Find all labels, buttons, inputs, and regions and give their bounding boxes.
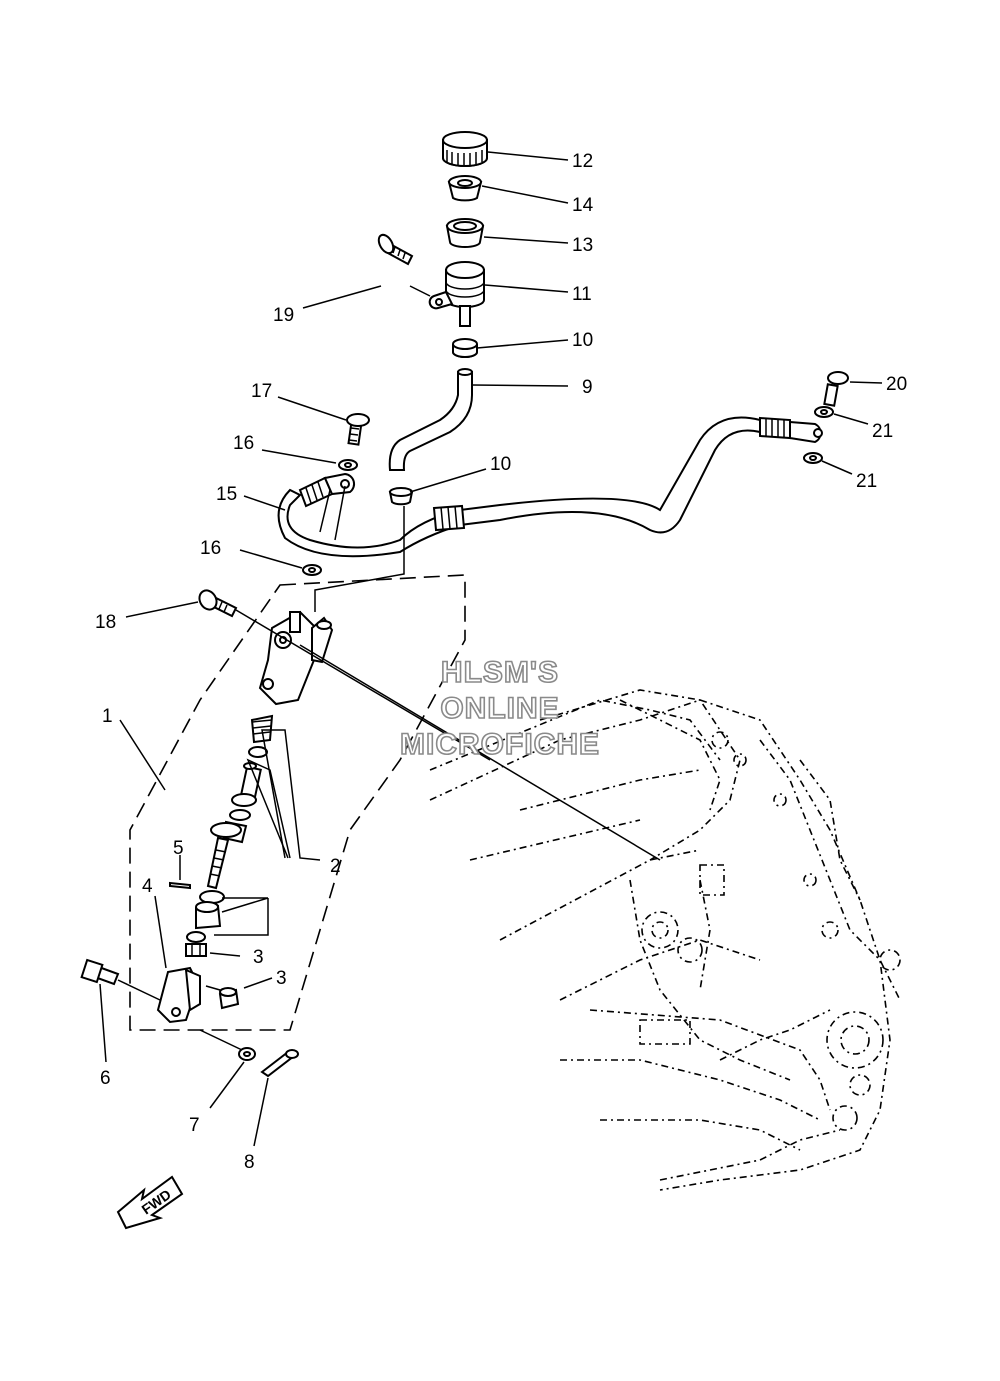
callout-10-bottom: 10 (490, 454, 511, 475)
cotter-pin-8 (260, 1049, 299, 1078)
diaphragm-holder (447, 175, 483, 202)
callout-18: 18 (95, 612, 116, 633)
nut-3-upper (185, 931, 207, 957)
washer-21-upper (814, 406, 834, 418)
callout-20: 20 (886, 374, 907, 395)
bolt-6 (80, 958, 120, 986)
hose-clamp-top (452, 338, 478, 358)
clevis (156, 966, 201, 1024)
callout-16-lower: 16 (200, 538, 221, 559)
watermark-line-2: ONLINE (440, 692, 559, 725)
watermark: HLSM'S ONLINE MICROFICHE (399, 655, 600, 762)
watermark-line-1: HLSM'S (441, 656, 559, 689)
callout-19: 19 (273, 305, 294, 326)
callout-21-lower: 21 (856, 471, 877, 492)
callout-12: 12 (572, 151, 593, 172)
washer-dust-boot (195, 890, 225, 930)
hose-fitting-right (759, 416, 823, 444)
callout-6: 6 (100, 1068, 111, 1089)
piston-spring (250, 714, 274, 744)
bolt-19 (377, 233, 414, 266)
assembly-group-outline (129, 574, 466, 1031)
callout-7: 7 (189, 1115, 200, 1136)
callout-11: 11 (572, 284, 592, 305)
washer-16-lower (302, 564, 322, 576)
forward-arrow: FWD (116, 1175, 184, 1230)
reservoir-tank (428, 261, 485, 327)
hose-sleeve (432, 504, 466, 532)
union-bolt-17 (346, 413, 370, 446)
callout-5: 5 (173, 838, 184, 859)
washer-21-lower (803, 452, 823, 464)
reservoir-cap (442, 131, 488, 167)
pin-5 (169, 881, 191, 890)
hose-fitting-left (298, 472, 356, 508)
brake-hose (277, 416, 781, 558)
hose-clamp-bottom (388, 487, 414, 506)
washer-7 (238, 1047, 256, 1061)
nut-3-lower (218, 987, 240, 1010)
push-rod (206, 822, 242, 890)
callout-3-upper: 3 (253, 947, 264, 968)
callout-4: 4 (142, 876, 153, 897)
callout-15: 15 (216, 484, 237, 505)
leader-lines (99, 151, 883, 1147)
callout-9: 9 (582, 377, 593, 398)
watermark-line-3: MICROFICHE (400, 728, 600, 761)
callout-16-upper: 16 (233, 433, 254, 454)
callout-14: 14 (572, 195, 594, 216)
callout-13: 13 (572, 235, 593, 256)
bolt-18 (198, 589, 238, 618)
callout-17: 17 (251, 381, 272, 402)
callout-labels: 12 14 13 11 19 10 9 20 21 21 17 16 10 15… (95, 151, 907, 1173)
washer-16-upper (338, 459, 358, 471)
callout-3-lower: 3 (276, 968, 287, 989)
callout-2: 2 (330, 856, 341, 877)
diaphragm (445, 218, 485, 248)
callout-10-top: 10 (572, 330, 593, 351)
callout-1: 1 (102, 706, 113, 727)
reservoir-hose (388, 371, 473, 471)
piston-cup (248, 746, 268, 758)
callout-21-upper: 21 (872, 421, 893, 442)
union-bolt-20 (823, 371, 849, 407)
callout-8: 8 (244, 1152, 255, 1173)
frame-outline (429, 689, 901, 1191)
